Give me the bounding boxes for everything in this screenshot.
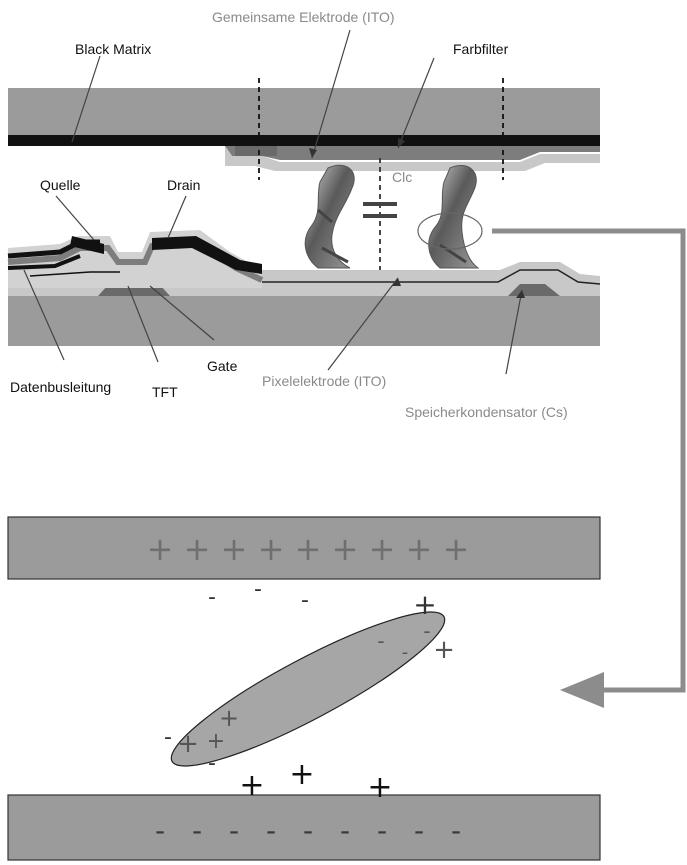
connector-arrow — [492, 228, 686, 708]
minus-charge: - — [229, 814, 239, 847]
top-plate-plus-charges: + + + + + + + + + — [147, 530, 470, 568]
minus-charge: - — [303, 814, 313, 847]
bottom-plate — [7, 794, 601, 861]
plus-charge: + — [184, 530, 211, 568]
bottom-glass-substrate — [7, 230, 601, 346]
plus-charge: + — [406, 530, 433, 568]
highlight-circle — [417, 212, 483, 250]
minus-charge: - — [377, 814, 387, 847]
minus-charge: - — [208, 751, 216, 776]
label-pixel-electrode: Pixelelektrode (ITO) — [262, 373, 386, 389]
liquid-crystal-molecule — [170, 611, 446, 767]
label-data-bus-line: Datenbusleitung — [10, 379, 111, 395]
label-storage-capacitor: Speicherkondensator (Cs) — [405, 404, 568, 420]
plus-charge: + — [433, 635, 455, 665]
minus-charge: - — [208, 585, 216, 610]
plus-charge: + — [207, 729, 225, 754]
plus-charge: + — [295, 530, 322, 568]
drain-electrode — [152, 236, 262, 274]
plus-charge: + — [147, 530, 174, 568]
minus-charge: - — [340, 814, 350, 847]
free-charges: ---+---++++--+++ — [164, 577, 455, 805]
label-clc: Clc — [392, 169, 412, 185]
minus-charge: - — [402, 642, 409, 663]
plus-charge: + — [289, 757, 314, 792]
liquid-crystal-molecule-right — [428, 165, 480, 269]
plus-charge: + — [239, 768, 264, 803]
top-glass-substrate — [8, 88, 600, 171]
bottom-plate-minus-charges: --------- — [155, 814, 461, 847]
plus-charge: + — [258, 530, 285, 568]
top-plate — [7, 516, 601, 580]
plus-charge: + — [443, 530, 470, 568]
label-source: Quelle — [40, 177, 81, 193]
plus-charge: + — [177, 729, 199, 759]
minus-charge: - — [451, 814, 461, 847]
plus-charge: + — [367, 770, 392, 805]
common-electrode-layer — [225, 146, 600, 171]
plus-charge: + — [221, 530, 248, 568]
label-tft: TFT — [152, 384, 178, 400]
minus-charge: - — [377, 629, 384, 653]
color-filter-layer — [225, 146, 600, 160]
label-gate: Gate — [207, 358, 238, 374]
plus-charge: + — [369, 530, 396, 568]
arrowheads — [309, 138, 525, 298]
label-color-filter: Farbfilter — [453, 41, 509, 57]
minus-charge: - — [423, 619, 430, 643]
pointer-lines — [23, 29, 523, 375]
plus-charge: + — [413, 588, 436, 621]
label-drain: Drain — [167, 177, 200, 193]
liquid-crystal-molecule-left — [304, 164, 355, 269]
pixel-electrode-layer — [250, 262, 600, 288]
minus-charge: - — [254, 577, 262, 602]
minus-charge: - — [266, 814, 276, 847]
plus-charge: + — [219, 704, 239, 732]
minus-charge: - — [155, 814, 165, 847]
minus-charge: - — [414, 814, 424, 847]
source-electrode — [70, 236, 104, 254]
minus-charge: - — [192, 814, 202, 847]
minus-charge: - — [164, 725, 172, 750]
clc-capacitor-symbol — [363, 202, 397, 218]
minus-charge: - — [301, 588, 309, 613]
black-matrix-layer — [8, 135, 600, 146]
label-black-matrix: Black Matrix — [75, 41, 151, 57]
label-common-electrode: Gemeinsame Elektrode (ITO) — [212, 9, 395, 25]
plus-charge: + — [332, 530, 359, 568]
